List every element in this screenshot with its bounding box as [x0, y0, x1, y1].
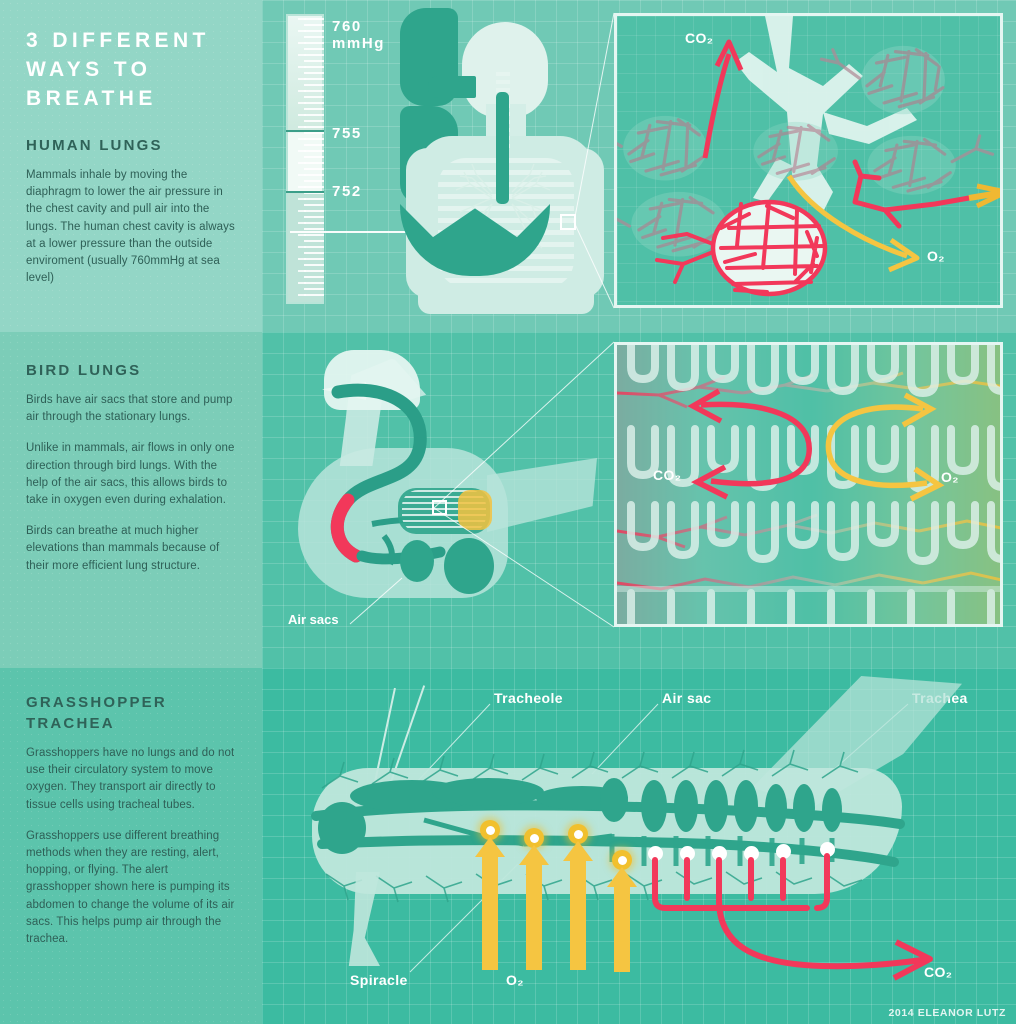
- bird-air-sac-anterior: [400, 540, 434, 582]
- co2-dot-2: [680, 846, 695, 861]
- label-spiracle: Spiracle: [350, 972, 408, 988]
- human-co2-label: CO₂: [685, 30, 714, 46]
- human-zoom-marker: [560, 214, 576, 230]
- bird-co2-label: CO₂: [653, 467, 682, 483]
- spiracle-3: [568, 824, 588, 844]
- grasshopper-illustration: [282, 676, 982, 1014]
- human-sidebar: 3 DIFFERENT WAYS TO BREATHE HUMAN LUNGS …: [0, 0, 262, 332]
- bird-sidebar: BIRD LUNGS Birds have air sacs that stor…: [0, 332, 262, 668]
- label-air-sac: Air sac: [662, 690, 712, 706]
- spiracle-2: [524, 828, 544, 848]
- bird-zoom-marker: [432, 500, 447, 515]
- bird-artwork-area: Air sacs: [262, 332, 1016, 668]
- bird-paragraph-1: Birds have air sacs that store and pump …: [26, 394, 233, 424]
- section-bird-lungs: Air sacs: [0, 332, 1016, 668]
- grasshopper-body-text: Grasshoppers have no lungs and do not us…: [26, 745, 236, 948]
- pressure-indicator-line: [290, 231, 505, 233]
- human-body-text: Mammals inhale by moving the diaphragm t…: [26, 167, 236, 287]
- gauge-ticks-minor: [298, 18, 306, 300]
- human-heading: HUMAN LUNGS: [26, 137, 163, 154]
- pressure-gauge: [286, 14, 324, 304]
- section-grasshopper-trachea: Tracheole Air sac Trachea Spiracle O₂ CO…: [0, 668, 1016, 1024]
- o2-arrow-2: [519, 845, 549, 970]
- human-nasal-cavity: [428, 76, 476, 98]
- alveoli-illustration: [617, 16, 1000, 297]
- bird-air-sacs-label: Air sacs: [288, 612, 339, 627]
- gauge-label-752: 752: [332, 183, 362, 200]
- human-trachea: [496, 92, 509, 204]
- grasshopper-sidebar: GRASSHOPPER TRACHEA Grasshoppers have no…: [0, 668, 262, 1024]
- grasshopper-paragraph-1: Grasshoppers have no lungs and do not us…: [26, 747, 235, 811]
- bird-illustration: Air sacs: [272, 340, 612, 640]
- label-tracheole: Tracheole: [494, 690, 563, 706]
- gauge-label-760: 760 mmHg: [332, 18, 385, 52]
- grasshopper-heading: GRASSHOPPER TRACHEA: [26, 694, 167, 732]
- alveoli-detail-panel: CO₂ O₂: [614, 13, 1003, 308]
- co2-dot-5: [776, 844, 791, 859]
- co2-exit-path: [652, 853, 933, 981]
- bird-connector-lines: [433, 341, 615, 628]
- human-o2-label: O₂: [927, 248, 945, 264]
- label-o2: O₂: [506, 972, 524, 988]
- bird-air-sac-posterior: [444, 538, 494, 594]
- gauge-divider-755: [286, 130, 324, 132]
- bird-heading: BIRD LUNGS: [26, 362, 142, 379]
- gauge-ticks-major: [304, 18, 324, 300]
- credit-line: 2014 ELEANOR LUTZ: [888, 1007, 1006, 1019]
- human-artwork-area: 760 mmHg 755 752: [262, 0, 1016, 332]
- spiracle-4: [612, 850, 632, 870]
- page-title: 3 DIFFERENT WAYS TO BREATHE: [26, 29, 210, 110]
- bird-paragraph-3: Birds can breathe at much higher elevati…: [26, 525, 220, 572]
- gauge-divider-752: [286, 191, 324, 193]
- o2-arrow-4: [607, 867, 637, 972]
- human-connector-lines: [573, 12, 615, 309]
- co2-dot-6: [820, 842, 835, 857]
- gauge-label-755: 755: [332, 125, 362, 142]
- spiracle-1: [480, 820, 500, 840]
- grasshopper-paragraph-2: Grasshoppers use different breathing met…: [26, 829, 235, 946]
- human-body-illustration: [400, 8, 630, 326]
- co2-dot-1: [648, 846, 663, 861]
- label-co2: CO₂: [924, 964, 953, 980]
- bird-lung-oxygenated-zone: [458, 490, 492, 530]
- bird-airsac-leader: [349, 577, 403, 625]
- o2-arrow-1: [475, 837, 505, 970]
- co2-dot-4: [744, 846, 759, 861]
- parabronchi-illustration: [617, 345, 1000, 624]
- grasshopper-tracheal-system: [311, 749, 905, 903]
- bird-lung-detail-panel: CO₂ O₂: [614, 342, 1003, 627]
- gauge-unit: mmHg: [332, 35, 386, 52]
- bird-body-text: Birds have air sacs that store and pump …: [26, 392, 236, 575]
- grasshopper-artwork-area: Tracheole Air sac Trachea Spiracle O₂ CO…: [262, 668, 1016, 1024]
- co2-dot-3: [712, 846, 727, 861]
- human-paragraph-1: Mammals inhale by moving the diaphragm t…: [26, 169, 235, 285]
- bird-o2-label: O₂: [941, 469, 959, 485]
- o2-arrow-3: [563, 841, 593, 970]
- section-human-lungs: 760 mmHg 755 752: [0, 0, 1016, 332]
- bird-paragraph-2: Unlike in mammals, air flows in only one…: [26, 442, 235, 507]
- gauge-value-760: 760: [332, 18, 362, 35]
